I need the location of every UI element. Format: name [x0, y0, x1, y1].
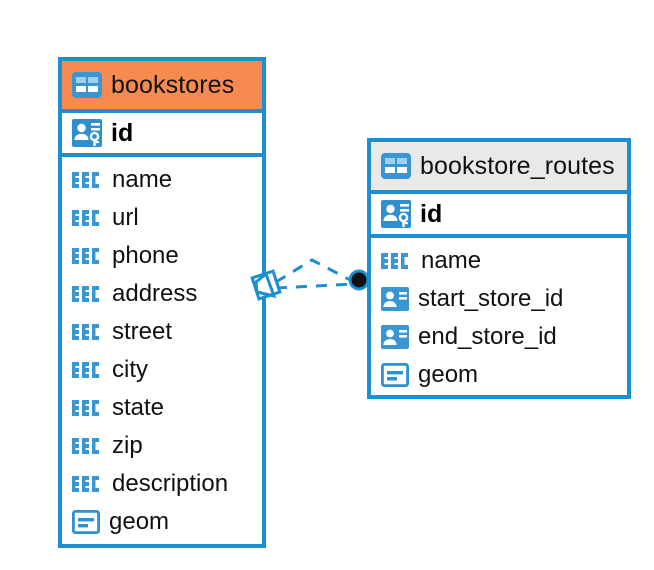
field-row[interactable]: city	[62, 351, 262, 389]
field-row[interactable]: name	[371, 242, 627, 280]
abc-text-icon	[381, 253, 411, 269]
field-row[interactable]: description	[62, 465, 262, 503]
primary-key-row[interactable]: id	[371, 190, 627, 238]
abc-text-icon	[72, 362, 102, 378]
entity-title: bookstores	[111, 70, 235, 99]
entity-header-bookstores[interactable]: bookstores	[62, 61, 262, 109]
entity-title: bookstore_routes	[420, 151, 615, 180]
field-row[interactable]: street	[62, 313, 262, 351]
field-label: state	[112, 394, 165, 421]
relationship-line-upper	[275, 258, 355, 284]
field-label: geom	[418, 361, 479, 388]
abc-text-icon	[72, 248, 102, 264]
field-list: name start_store_id	[371, 238, 627, 394]
table-icon	[381, 153, 411, 179]
abc-text-icon	[72, 476, 102, 492]
primary-key-label: id	[111, 118, 134, 147]
field-row[interactable]: phone	[62, 237, 262, 275]
abc-text-icon	[72, 324, 102, 340]
foreign-key-icon	[381, 287, 409, 311]
foreign-key-icon	[381, 325, 409, 349]
relationship-line-lower	[275, 282, 355, 290]
geometry-icon	[72, 510, 100, 534]
field-row[interactable]: name	[62, 161, 262, 199]
field-row[interactable]: zip	[62, 427, 262, 465]
field-row[interactable]: url	[62, 199, 262, 237]
entity-header-bookstore-routes[interactable]: bookstore_routes	[371, 142, 627, 190]
field-row[interactable]: address	[62, 275, 262, 313]
field-label: description	[112, 470, 229, 497]
abc-text-icon	[72, 438, 102, 454]
field-label: url	[112, 204, 139, 231]
field-row[interactable]: geom	[62, 503, 262, 541]
field-row[interactable]: geom	[371, 356, 627, 394]
primary-key-icon	[72, 119, 102, 147]
abc-text-icon	[72, 286, 102, 302]
field-label: city	[112, 356, 148, 383]
one-filled-dot-marker	[348, 269, 370, 291]
field-row[interactable]: end_store_id	[371, 318, 627, 356]
abc-text-icon	[72, 400, 102, 416]
entity-table-bookstore-routes[interactable]: bookstore_routes id	[367, 138, 631, 399]
field-label: street	[112, 318, 173, 345]
primary-key-row[interactable]: id	[62, 109, 262, 157]
field-row[interactable]: start_store_id	[371, 280, 627, 318]
field-label: address	[112, 280, 198, 307]
field-label: name	[112, 166, 173, 193]
abc-text-icon	[72, 210, 102, 226]
entity-table-bookstores[interactable]: bookstores id	[58, 57, 266, 548]
primary-key-label: id	[420, 199, 443, 228]
abc-text-icon	[72, 172, 102, 188]
field-row[interactable]: state	[62, 389, 262, 427]
table-icon	[72, 72, 102, 98]
field-label: geom	[109, 508, 170, 535]
field-label: start_store_id	[418, 285, 564, 312]
field-list: name url	[62, 157, 262, 541]
geometry-icon	[381, 363, 409, 387]
field-label: zip	[112, 432, 143, 459]
primary-key-icon	[381, 200, 411, 228]
field-label: phone	[112, 242, 179, 269]
field-label: end_store_id	[418, 323, 557, 350]
field-label: name	[421, 247, 482, 274]
